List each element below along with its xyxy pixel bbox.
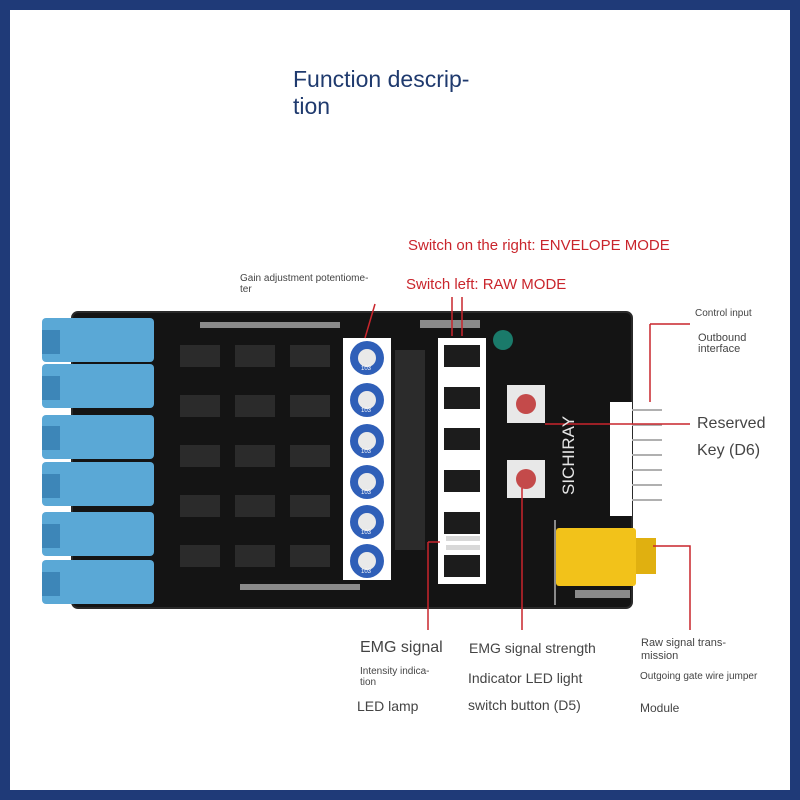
jack-3 (42, 415, 154, 459)
label-control-input: Control input (695, 308, 752, 319)
page-title: Function descrip- tion (293, 66, 493, 120)
label-outbound-line-2: interface (698, 343, 741, 355)
label-module: Module (640, 701, 680, 715)
title-line-2: tion (293, 93, 331, 119)
label-outbound: Outbound interface (698, 333, 746, 355)
audio-jacks (42, 318, 154, 604)
label-switch-left: Switch left: RAW MODE (406, 276, 567, 293)
pot-marking-4: 103 (361, 490, 372, 496)
pot-marking-5: 103 (361, 530, 372, 536)
label-switch-right: Switch on the right: ENVELOPE MODE (408, 237, 670, 254)
label-intensity-line-2: tion (360, 677, 377, 688)
jack-5 (42, 512, 154, 556)
pot-marking-3: 103 (361, 449, 372, 455)
jack-1 (42, 318, 154, 362)
label-emg-strength: EMG signal strength (469, 640, 596, 656)
jack-2 (42, 364, 154, 408)
label-reserved: Reserved (697, 415, 766, 432)
label-gain-line-1: Gain adjustment potentiome- (240, 273, 369, 284)
raw-output-jack (556, 528, 636, 586)
label-led-lamp: LED lamp (357, 698, 419, 714)
pot-marking-2: 103 (361, 408, 372, 414)
potentiometers (350, 341, 384, 578)
label-raw-line-1: Raw signal trans- (641, 637, 726, 649)
label-gain-line-2: ter (240, 284, 252, 295)
label-outbound-line-1: Outbound (698, 332, 747, 344)
switch-column (438, 338, 486, 584)
pot-marking-1: 103 (361, 366, 372, 372)
jack-6 (42, 560, 154, 604)
label-raw-signal: Raw signal trans- mission (641, 637, 726, 663)
label-emg-signal: EMG signal (360, 639, 443, 656)
jack-4 (42, 462, 154, 506)
label-gain: Gain adjustment potentiome- ter (240, 273, 368, 295)
pot-column (343, 338, 391, 580)
pot-marking-6: 103 (361, 569, 372, 575)
label-raw-line-2: mission (641, 650, 679, 662)
label-jumper: Outgoing gate wire jumper (640, 671, 758, 682)
label-intensity: Intensity indica- tion (360, 666, 429, 688)
label-switch-button-d5: switch button (D5) (468, 697, 581, 713)
label-intensity-line-1: Intensity indica- (360, 666, 430, 677)
title-line-1: Function descrip- (293, 66, 470, 92)
label-key-d6: Key (D6) (697, 442, 761, 459)
silkscreen-text: SICHIRAY (559, 416, 578, 495)
outbound-header (610, 402, 632, 516)
label-indicator-led: Indicator LED light (468, 670, 583, 686)
